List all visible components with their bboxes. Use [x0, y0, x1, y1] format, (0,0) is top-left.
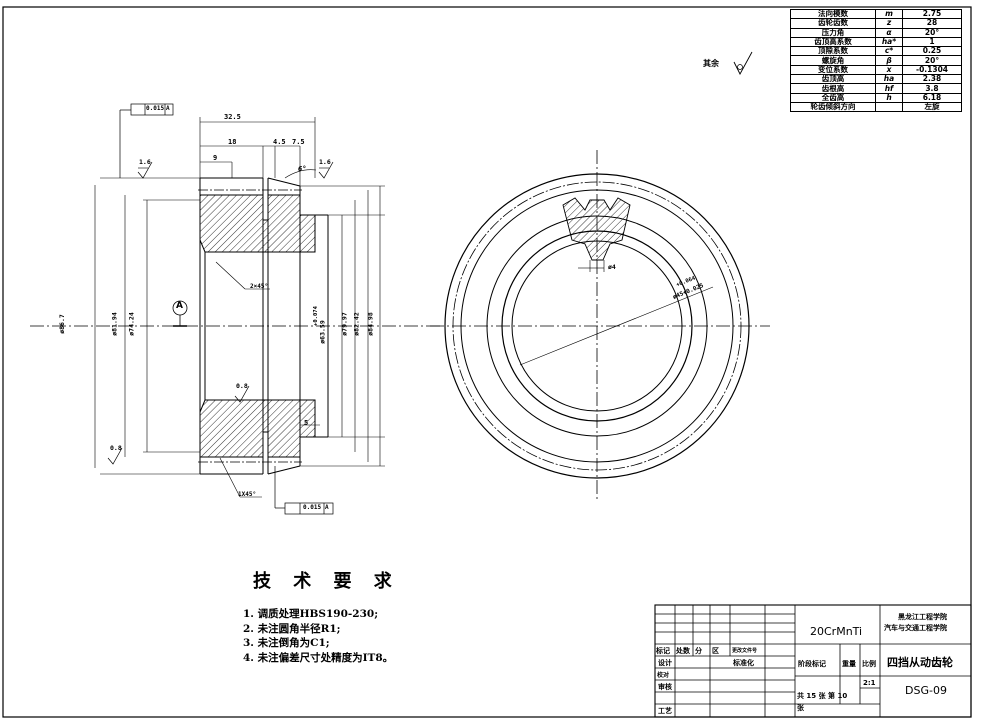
roughness-1: 1.6 — [139, 158, 151, 166]
tb-process: 工艺 — [658, 707, 672, 715]
tb-ratio: 比例 — [862, 660, 876, 668]
dia-81-94: ø81.94 — [110, 312, 119, 336]
tech-item-4: 4. 未注偏差尺寸处精度为IT8。 — [243, 651, 394, 664]
tech-item-3: 3. 未注倒角为C1; — [243, 637, 330, 649]
param-symbol: c* — [875, 46, 903, 57]
dim-angle: 6° — [298, 165, 307, 173]
dia-86-7: ø86.7 — [57, 314, 66, 334]
param-name: 顶隙系数 — [790, 46, 876, 57]
param-row: 轮齿倾斜方向 左旋 — [790, 101, 962, 113]
tb-zone: 分 — [695, 647, 702, 655]
roughness-4: 0.8 — [110, 444, 122, 452]
param-value: 20° — [902, 55, 962, 66]
tb-stage: 阶段标记 — [798, 660, 826, 668]
tb-doc: 更改文件号 — [732, 648, 758, 654]
dim-right-width: 7.5 — [292, 138, 305, 146]
roughness-2: 1.6 — [319, 158, 331, 166]
param-value: 3.8 — [902, 83, 962, 94]
param-name: 齿顶高 — [790, 74, 876, 85]
section-view — [30, 103, 440, 515]
param-value: 28 — [902, 18, 962, 29]
param-symbol: m — [875, 8, 903, 20]
param-symbol: ha — [875, 74, 903, 85]
tb-standard: 标准化 — [733, 659, 754, 667]
dim-groove: 4.5 — [273, 138, 286, 146]
tb-scale: 2:1 — [863, 679, 876, 687]
tolerance-top: 0.015 — [146, 105, 165, 112]
param-value: 20° — [902, 27, 962, 38]
tb-check: 校对 — [657, 672, 670, 679]
dia-84-98: ø84.98 — [366, 312, 375, 336]
param-symbol — [875, 101, 903, 113]
param-name: 齿根高 — [790, 83, 876, 94]
tb-mark: 标记 — [656, 647, 670, 655]
drawing-frame — [2, 6, 972, 718]
param-name: 压力角 — [790, 27, 876, 38]
tb-school-1: 黑龙江工程学院 — [898, 613, 947, 621]
tb-sheet-unit: 张 — [797, 704, 804, 712]
tb-weight: 重量 — [842, 660, 856, 668]
param-value: 1 — [902, 36, 962, 48]
param-name: 轮齿倾斜方向 — [790, 101, 876, 113]
tb-school-2: 汽车与交通工程学院 — [884, 624, 947, 632]
dim-left-width: 9 — [213, 154, 218, 162]
param-symbol: z — [875, 18, 903, 29]
tb-zone2: 区 — [712, 647, 719, 655]
surface-note: 其余 — [703, 59, 719, 68]
param-symbol: α — [875, 27, 903, 38]
param-symbol: h — [875, 92, 903, 103]
dia-74-24: ø74.24 — [127, 312, 136, 336]
tb-places: 处数 — [676, 647, 690, 655]
param-symbol: hf — [875, 83, 903, 94]
dia-63-59: ø63.59 — [318, 320, 327, 344]
tech-requirements: 技 术 要 求 1. 调质处理HBS190-230; 2. 未注圆角半径R1; … — [243, 567, 543, 665]
tb-design: 设计 — [658, 659, 672, 667]
param-name: 螺旋角 — [790, 55, 876, 66]
dia-79-97: ø79.97 — [340, 312, 349, 336]
front-view — [430, 150, 770, 500]
datum-label: A — [176, 301, 183, 311]
chamfer-bottom: 1X45° — [238, 491, 257, 498]
tech-item-1: 1. 调质处理HBS190-230; — [243, 608, 379, 620]
param-symbol: x — [875, 64, 903, 76]
param-value: 2.75 — [902, 8, 962, 20]
dia-tol: +0.074 — [312, 306, 319, 326]
tb-audit: 审核 — [658, 683, 672, 691]
tech-title: 技 术 要 求 — [253, 571, 400, 592]
roughness-3: 0.8 — [236, 382, 248, 390]
tech-item-2: 2. 未注圆角半径R1; — [243, 622, 341, 635]
chamfer-top: 2×45° — [250, 283, 269, 290]
param-name: 齿轮齿数 — [790, 18, 876, 29]
tb-sheet: 共 15 张 第 10 — [797, 692, 848, 700]
tb-material: 20CrMnTi — [810, 625, 863, 638]
tolerance-bottom-datum: A — [325, 504, 329, 511]
param-symbol: β — [875, 55, 903, 66]
tb-drawing-no: DSG-09 — [905, 684, 947, 697]
param-value: -0.1304 — [902, 64, 962, 76]
dim-step: 5 — [304, 419, 309, 427]
dim-inner-width: 18 — [228, 138, 237, 146]
tolerance-top-datum: A — [166, 105, 170, 112]
param-symbol: ha* — [875, 36, 903, 48]
tolerance-bottom: 0.015 — [303, 504, 322, 511]
tb-part-name: 四挡从动齿轮 — [887, 656, 953, 669]
param-value: 2.38 — [902, 74, 962, 85]
param-value: 左旋 — [902, 101, 962, 113]
dim-overall-width: 32.5 — [224, 113, 241, 121]
keyway-dim: ø4 — [608, 263, 616, 271]
title-block — [654, 604, 972, 718]
param-value: 0.25 — [902, 46, 962, 57]
dia-82-42: ø82.42 — [352, 312, 361, 336]
